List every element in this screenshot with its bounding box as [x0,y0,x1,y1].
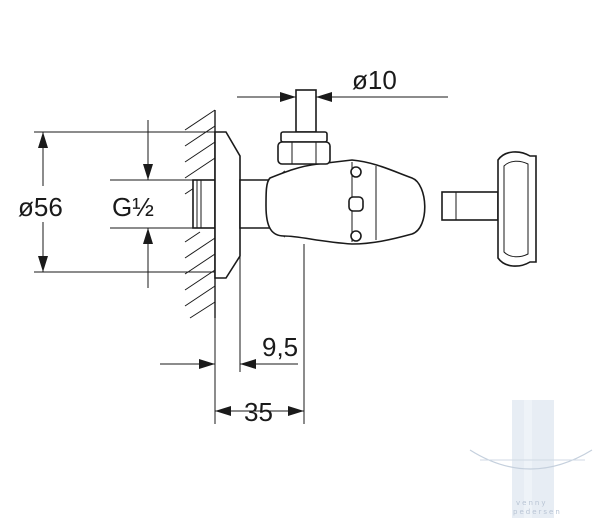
label-thread: G½ [112,192,154,222]
dimension-rosette-diameter [34,131,215,273]
wall-hatching [184,109,216,319]
label-rosette-diameter: ø56 [18,192,63,222]
screw-bottom [350,230,362,242]
dimension-thread [110,120,193,288]
dimension-depth [215,406,304,416]
watermark-text-2: pedersen [513,508,562,516]
watermark-text-1: venny [516,499,547,507]
indicator-window [348,196,364,212]
dimension-offset [160,359,298,369]
label-pipe-diameter: ø10 [352,65,397,95]
removable-key [441,151,537,267]
label-depth: 35 [244,397,273,427]
label-offset: 9,5 [262,332,298,362]
rosette [214,131,241,279]
valve-body [265,159,426,245]
dimension-pipe-diameter [237,90,448,132]
watermark-logo: venny pedersen [469,400,593,518]
outlet-nut [277,89,331,165]
screw-top [350,166,362,178]
inlet-thread-stub [192,179,216,229]
